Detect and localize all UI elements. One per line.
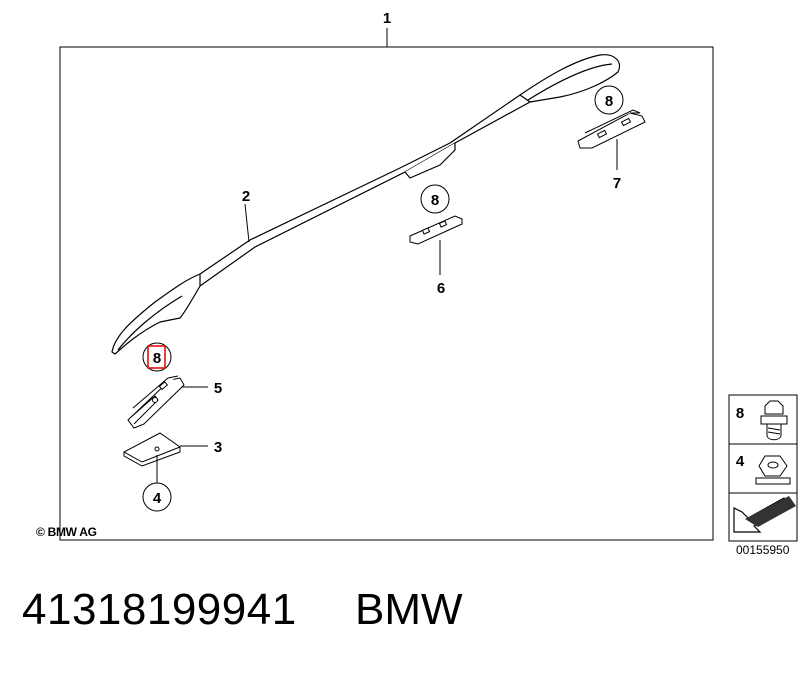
- brand-name: BMW: [355, 585, 463, 634]
- callout-circle-8-mid-label: 8: [431, 192, 439, 209]
- bracket-7: [577, 109, 646, 149]
- copyright-notice: © BMW AG: [36, 525, 97, 539]
- callout-3: 3: [214, 439, 222, 456]
- callout-circle-8-top-label: 8: [605, 93, 613, 110]
- plate-3: [123, 432, 181, 467]
- callout-1: 1: [383, 10, 391, 27]
- callout-circle-8-top: [594, 85, 624, 115]
- callout-circle-8-mid: [420, 184, 450, 214]
- bolt-icon: [760, 400, 788, 441]
- arrow-icon: [733, 496, 796, 533]
- bracket-6: [409, 215, 463, 245]
- nut-icon: [755, 455, 791, 485]
- highlight-box: [147, 345, 166, 369]
- callout-6: 6: [437, 280, 445, 297]
- callout-7: 7: [613, 175, 621, 192]
- roof-rail: [111, 54, 621, 355]
- legend-box: [728, 394, 798, 542]
- callout-2: 2: [242, 188, 250, 205]
- legend-label-4: 4: [736, 453, 745, 470]
- callout-circle-8-left: [142, 342, 172, 372]
- callout-5: 5: [214, 380, 222, 397]
- bracket-5: [127, 375, 185, 429]
- legend-label-8: 8: [736, 405, 744, 422]
- callout-circle-8-left-label: 8: [153, 350, 161, 367]
- callout-circle-4: [142, 482, 172, 512]
- callout-circle-4-label: 4: [153, 490, 162, 507]
- drawing-code: 00155950: [736, 543, 790, 557]
- part-number: 41318199941: [22, 585, 297, 634]
